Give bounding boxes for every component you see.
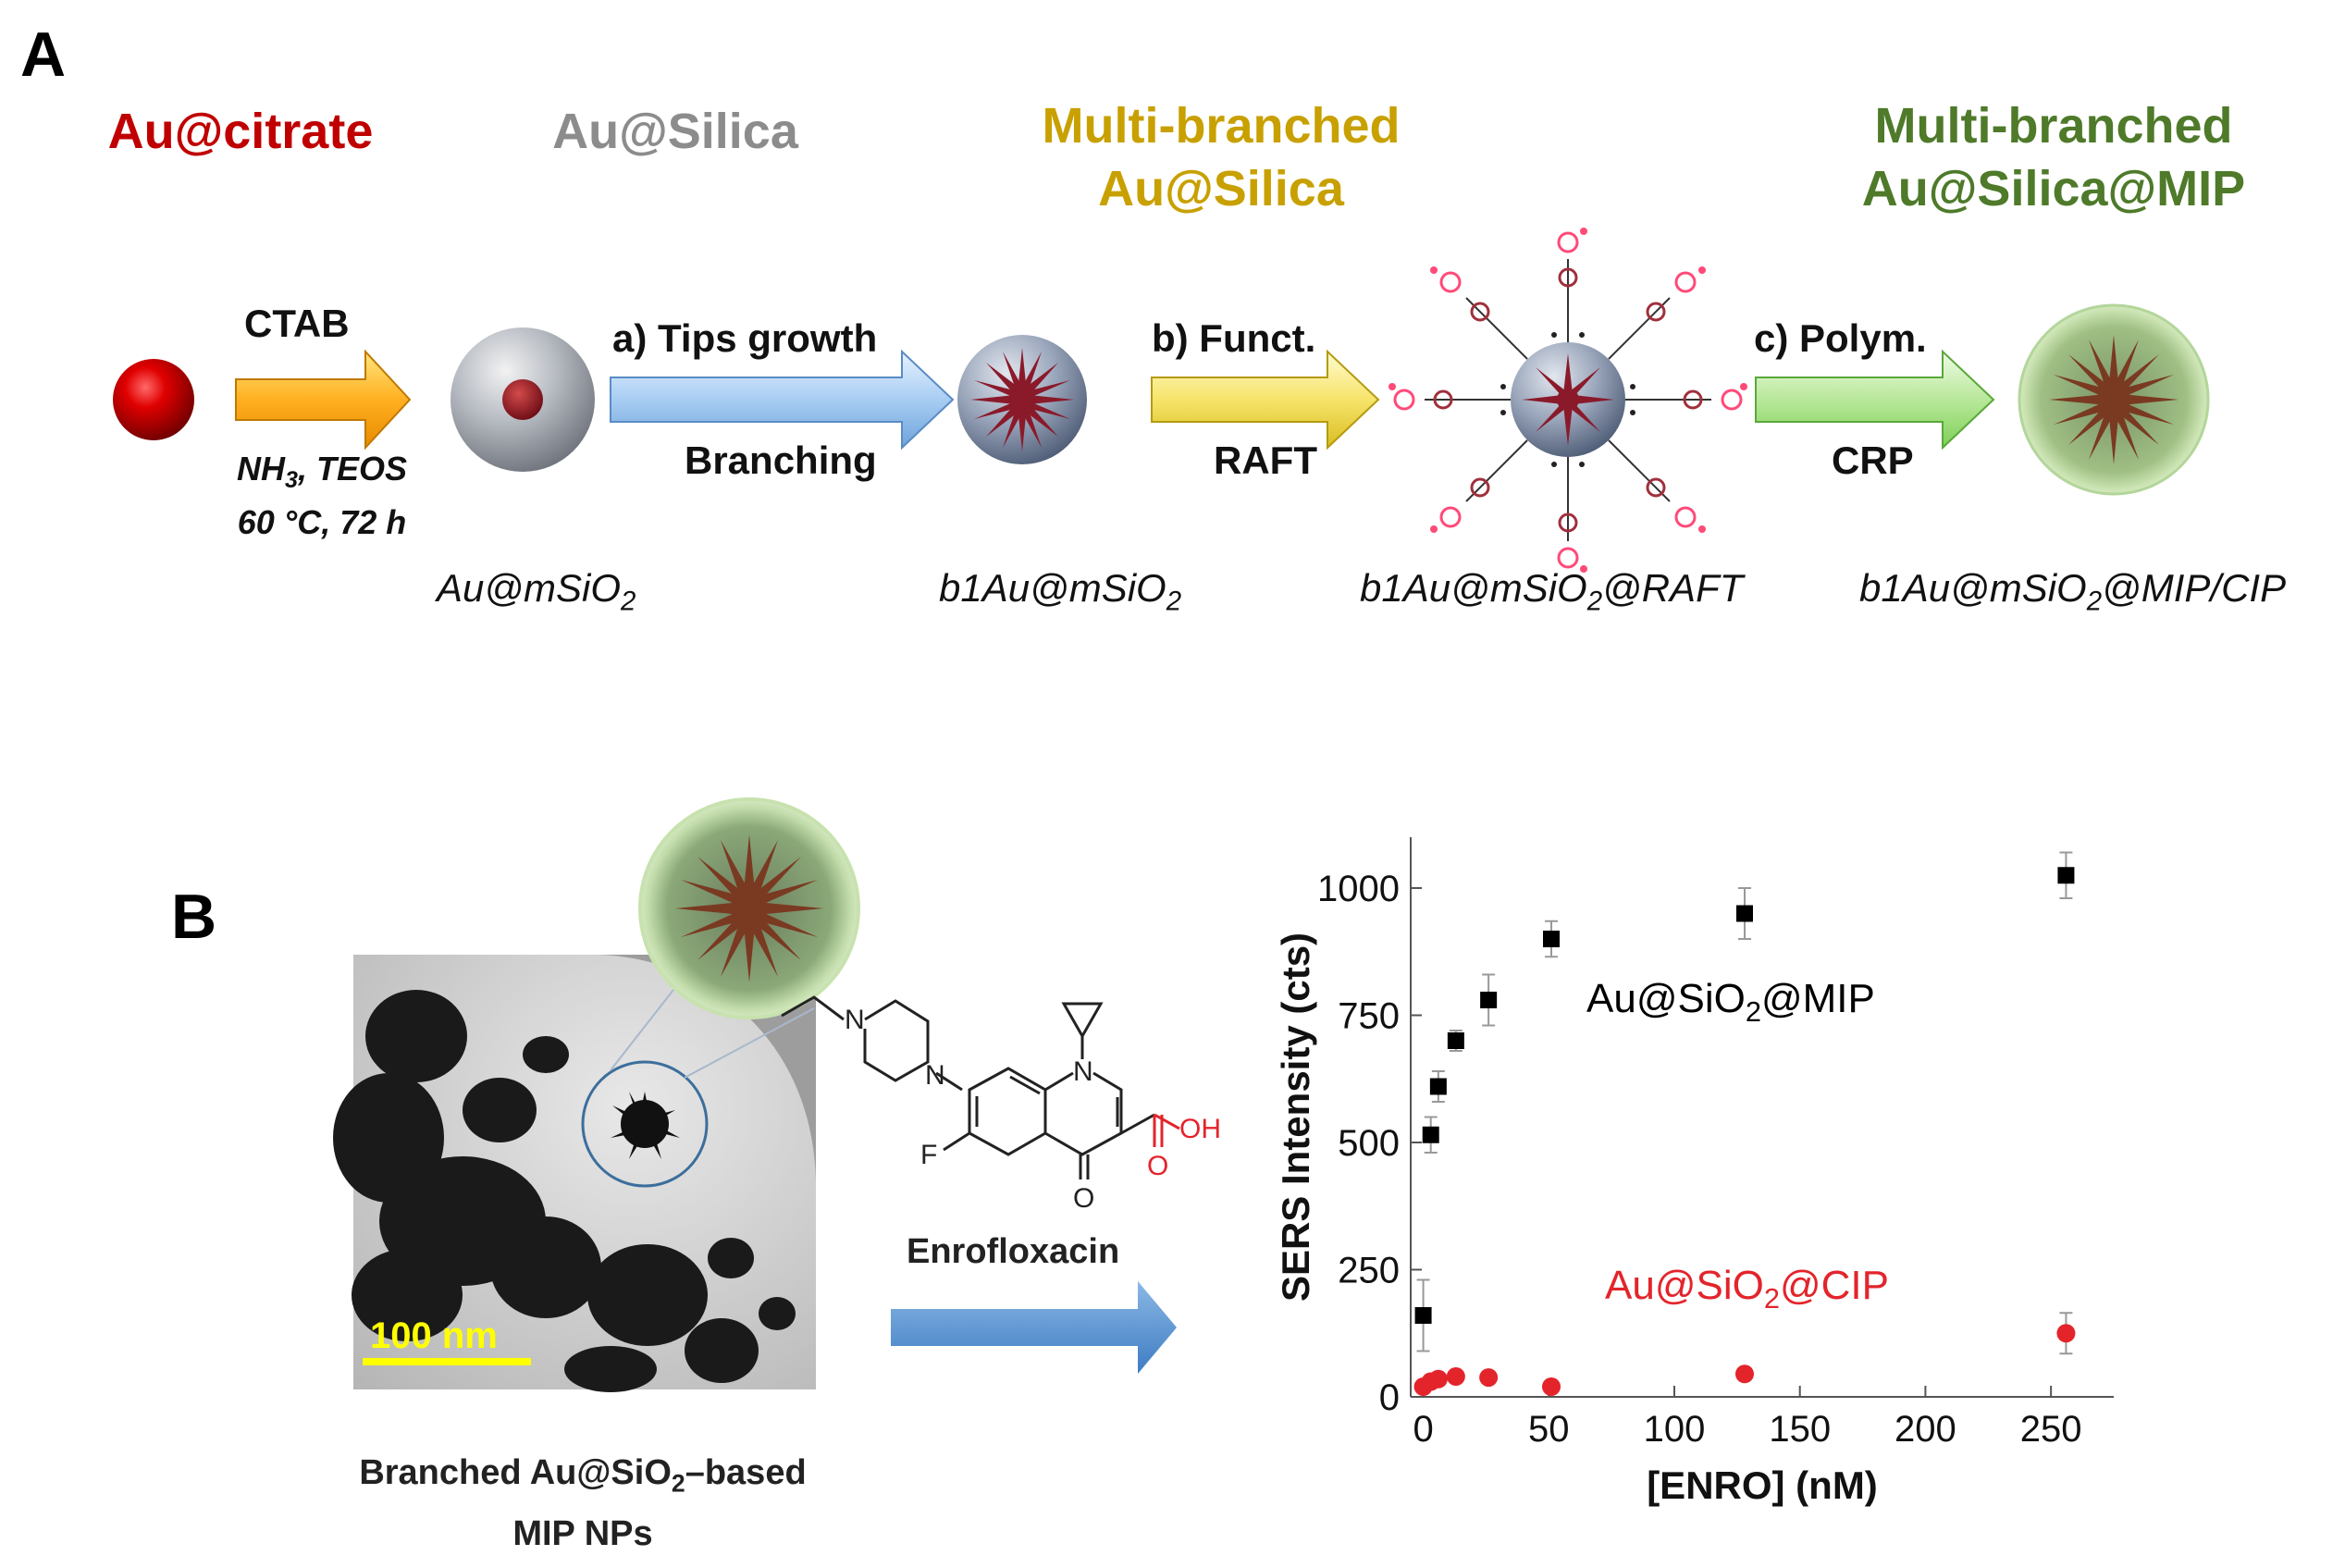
data-point-cip xyxy=(1542,1377,1561,1396)
x-tick-label: 0 xyxy=(1413,1409,1433,1450)
enrofloxacin-structure xyxy=(781,995,1180,1179)
stage-title-au-silica: Au@Silica xyxy=(552,104,798,159)
atom-fluorine: F xyxy=(920,1140,937,1170)
arrow-ctab xyxy=(235,349,412,451)
b1au-msio2-raft-particle xyxy=(1388,228,1747,573)
arrow-to-chart xyxy=(891,1281,1177,1374)
x-tick-label: 200 xyxy=(1895,1409,1956,1450)
y-tick-label: 0 xyxy=(1379,1377,1400,1418)
y-axis-title: SERS Intensity (cts) xyxy=(1274,932,1317,1302)
series-label-mip: Au@SiO2@MIP xyxy=(1586,976,1875,1028)
y-tick-label: 250 xyxy=(1338,1251,1400,1291)
atom-n-quinolone: N xyxy=(1073,1056,1093,1087)
product-b1au-msio2-mip-cip: b1Au@mSiO2@MIP/CIP xyxy=(1859,566,2287,617)
atom-hydroxyl: OH xyxy=(1179,1114,1221,1144)
data-point-cip xyxy=(1446,1367,1465,1386)
data-point-mip xyxy=(1422,1126,1439,1143)
zoomed-mip-particle xyxy=(638,797,860,1019)
panel-b-label: B xyxy=(171,882,217,952)
product-au-msio2: Au@mSiO2 xyxy=(437,566,636,617)
au-msio2-particle xyxy=(450,327,595,472)
step-ctab-conditions: NH3, TEOS 60 °C, 72 h xyxy=(236,450,408,542)
data-point-mip xyxy=(1429,1078,1447,1095)
step-polym-label: c) Polym. xyxy=(1754,316,1927,360)
step-ctab-label: CTAB xyxy=(244,302,350,345)
x-axis-title: [ENRO] (nM) xyxy=(1647,1463,1878,1507)
tem-image xyxy=(333,955,816,1392)
arrow-funct xyxy=(1151,349,1380,451)
step-tips-growth-label: a) Tips growth xyxy=(612,316,878,360)
x-tick-label: 100 xyxy=(1644,1409,1706,1450)
molecule-name: Enrofloxacin xyxy=(907,1232,1119,1271)
step-funct-label: b) Funct. xyxy=(1152,316,1316,360)
data-point-cip xyxy=(1428,1369,1448,1389)
step-branching-label: Branching xyxy=(685,438,877,482)
series-label-cip: Au@SiO2@CIP xyxy=(1605,1263,1889,1315)
y-tick-label: 1000 xyxy=(1317,869,1400,909)
x-tick-label: 250 xyxy=(2020,1409,2082,1450)
atom-acid-oxygen: O xyxy=(1147,1151,1168,1181)
data-point-mip xyxy=(1480,992,1498,1008)
x-tick-label: 150 xyxy=(1769,1409,1831,1450)
stage-title-au-citrate: Au@citrate xyxy=(107,104,374,159)
sers-chart: 0 250 500 750 1000 0 50 100 150 200 250 [ENRO] (nM)… xyxy=(1274,837,2114,1507)
data-point-cip xyxy=(1479,1368,1499,1388)
arrow-tips-growth xyxy=(610,349,955,451)
atom-n-piperazine-2: N xyxy=(925,1060,945,1091)
y-tick-label: 750 xyxy=(1338,996,1400,1037)
data-point-mip xyxy=(1543,931,1560,947)
data-point-cip xyxy=(1735,1364,1754,1384)
scale-bar-label: 100 nm xyxy=(370,1315,498,1356)
tem-caption: Branched Au@SiO2–based MIP NPs xyxy=(359,1453,807,1553)
tem-and-molecule: 100 nm xyxy=(333,797,1221,1392)
data-point-mip xyxy=(1447,1032,1464,1049)
product-b1au-msio2-raft: b1Au@mSiO2@RAFT xyxy=(1360,566,1744,617)
stage-title-multibranched-au-silica: Multi-branched Au@Silica xyxy=(1042,98,1401,216)
step-raft-label: RAFT xyxy=(1214,438,1317,482)
atom-keto-oxygen: O xyxy=(1073,1183,1094,1214)
atom-n-piperazine-1: N xyxy=(845,1005,865,1035)
synthesis-scheme xyxy=(113,228,2210,573)
b1au-msio2-mip-particle xyxy=(2018,303,2210,496)
data-point-cip xyxy=(2056,1324,2076,1343)
product-b1au-msio2: b1Au@mSiO2 xyxy=(939,566,1182,617)
stage-title-multibranched-au-silica-mip: Multi-branched Au@Silica@MIP xyxy=(1861,98,2246,216)
data-point-mip xyxy=(1414,1307,1432,1324)
x-tick-label: 50 xyxy=(1528,1409,1570,1450)
data-point-mip xyxy=(1736,905,1753,922)
au-citrate-particle xyxy=(113,359,194,440)
panel-a-label: A xyxy=(20,19,67,90)
b1au-msio2-particle xyxy=(957,335,1087,464)
data-point-mip xyxy=(2057,867,2075,884)
y-tick-label: 500 xyxy=(1338,1123,1400,1164)
arrow-polym xyxy=(1755,349,1995,451)
step-crp-label: CRP xyxy=(1832,438,1914,482)
